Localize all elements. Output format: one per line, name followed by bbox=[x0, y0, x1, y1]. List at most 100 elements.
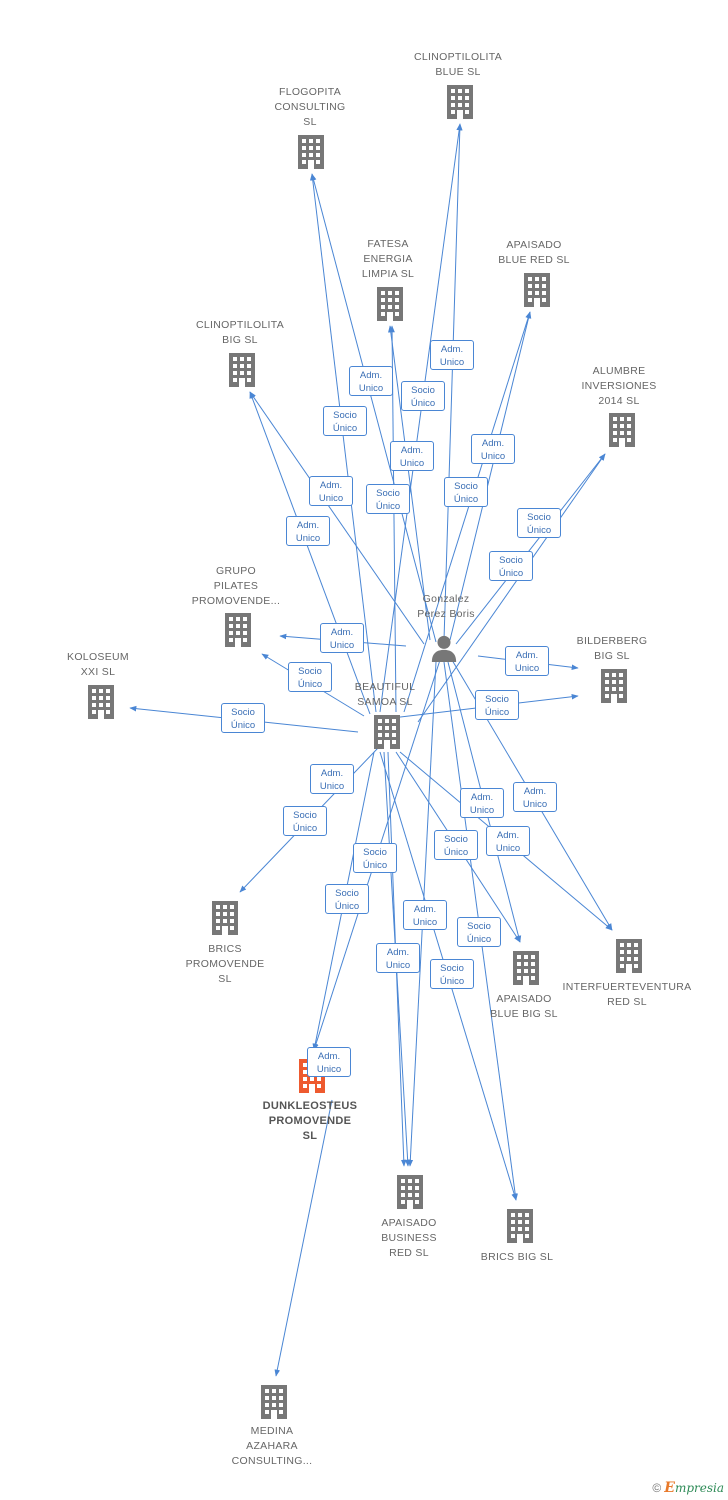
building-icon-clinoptilolita_blue[interactable] bbox=[447, 85, 473, 119]
edge-label-line: Único bbox=[230, 720, 256, 731]
building-icon-alumbre[interactable] bbox=[609, 413, 635, 447]
node-label-line: PILATES bbox=[213, 580, 259, 592]
building-icon-apaisado_blue_red[interactable] bbox=[524, 273, 550, 307]
edge-label-8: Adm.Unico bbox=[309, 476, 353, 506]
node-label-line: SL bbox=[218, 973, 232, 985]
edge-label-line: Socio bbox=[293, 810, 317, 821]
edge-label-14: Adm.Unico bbox=[505, 646, 549, 676]
edge-label-27: Adm.Unico bbox=[376, 943, 420, 973]
edge-label-1: Adm. Unico bbox=[349, 366, 393, 396]
edge-label-line: Único bbox=[453, 494, 479, 505]
edge-line-3 bbox=[449, 311, 532, 641]
node-label-bilderberg[interactable]: BILDERBERG BIG SL bbox=[547, 634, 677, 664]
node-label-line: APAISADO bbox=[381, 1217, 437, 1229]
edge-label-line: Unico bbox=[329, 640, 355, 651]
node-label-line: SL bbox=[302, 1130, 318, 1142]
edge-label-29: Adm. Unico bbox=[307, 1047, 351, 1077]
building-icon-medina[interactable] bbox=[261, 1385, 287, 1419]
edge-label-23: Adm.Unico bbox=[486, 826, 530, 856]
edge-label-line: Adm. bbox=[320, 768, 344, 779]
edge-label-12: Adm.Unico bbox=[320, 623, 364, 653]
edge-label-line: Unico bbox=[358, 383, 384, 394]
building-icon-flogopita[interactable] bbox=[298, 135, 324, 169]
edge-label-19: Adm.Unico bbox=[460, 788, 504, 818]
edge-label-20: Adm. Unico bbox=[513, 782, 557, 812]
building-icon-beautiful_samoa[interactable] bbox=[374, 715, 400, 749]
building-icon-grupo_pilates[interactable] bbox=[225, 613, 251, 647]
building-icon-apaisado_business[interactable] bbox=[397, 1175, 423, 1209]
building-icon-interfuerteventura[interactable] bbox=[616, 939, 642, 973]
edge-label-line: Unico bbox=[514, 663, 540, 674]
edge-label-line: Unico bbox=[522, 799, 548, 810]
edge-label-line: Adm. bbox=[296, 520, 320, 531]
node-label-line: LIMPIA SL bbox=[361, 268, 415, 280]
node-label-line: BIG SL bbox=[594, 650, 630, 662]
edge-line-2 bbox=[388, 325, 431, 641]
edge-label-25: Adm.Unico bbox=[403, 900, 447, 930]
node-label-line: BLUE BIG SL bbox=[490, 1008, 558, 1020]
node-label-line: ENERGIA bbox=[363, 253, 413, 265]
edge-label-line: Único bbox=[334, 901, 360, 912]
building-icon-brics_big[interactable] bbox=[507, 1209, 533, 1243]
node-label-line: CLINOPTILOLITA bbox=[195, 319, 285, 331]
edge-label-line: Adm. bbox=[523, 786, 547, 797]
node-label-line: DUNKLEOSTEUS bbox=[262, 1100, 358, 1112]
node-label-line: INTERFUERTEVENTURA bbox=[562, 981, 692, 993]
edge-label-line: Único bbox=[297, 679, 323, 690]
node-label-interfuerteventura[interactable]: INTERFUERTEVENTURA RED SL bbox=[562, 980, 692, 1010]
edge-label-line: Unico bbox=[439, 357, 465, 368]
edge-label-line: Adm. bbox=[496, 830, 520, 841]
building-icon-fatesa[interactable] bbox=[377, 287, 403, 321]
edge-label-line: Unico bbox=[318, 493, 344, 504]
edge-label-line: Unico bbox=[399, 458, 425, 469]
node-label-line: SL bbox=[303, 116, 317, 128]
building-icon-apaisado_blue_big[interactable] bbox=[513, 951, 539, 985]
building-icon-koloseum[interactable] bbox=[88, 685, 114, 719]
node-label-line: INVERSIONES bbox=[581, 380, 657, 392]
edge-label-line: Socio bbox=[499, 555, 523, 566]
building-icon-clinoptilolita_big[interactable] bbox=[229, 353, 255, 387]
edge-label-line: Unico bbox=[316, 1064, 342, 1075]
node-label-brics_big[interactable]: BRICS BIG SL bbox=[452, 1250, 582, 1265]
edge-label-line: Único bbox=[375, 501, 401, 512]
node-label-line: BUSINESS bbox=[381, 1232, 437, 1244]
edge-label-line: Socio bbox=[467, 921, 491, 932]
building-icon-bilderberg[interactable] bbox=[601, 669, 627, 703]
edge-label-line: Unico bbox=[480, 451, 506, 462]
edge-label-line: Unico bbox=[385, 960, 411, 971]
edge-label-line: Socio bbox=[335, 888, 359, 899]
edge-label-line: Unico bbox=[295, 533, 321, 544]
edge-label-line: Socio bbox=[411, 385, 435, 396]
edge-line-1 bbox=[310, 173, 437, 643]
edge-line-12 bbox=[249, 391, 371, 715]
edge-label-line: Socio bbox=[440, 963, 464, 974]
edge-label-line: Adm. bbox=[317, 1051, 341, 1062]
node-label-line: RED SL bbox=[607, 996, 647, 1008]
edge-label-line: Socio bbox=[485, 694, 509, 705]
edge-label-line: Único bbox=[466, 934, 492, 945]
node-label-line: BILDERBERG bbox=[576, 635, 648, 647]
building-icon-brics_promovende[interactable] bbox=[212, 901, 238, 935]
edge-label-line: Adm. bbox=[359, 370, 383, 381]
